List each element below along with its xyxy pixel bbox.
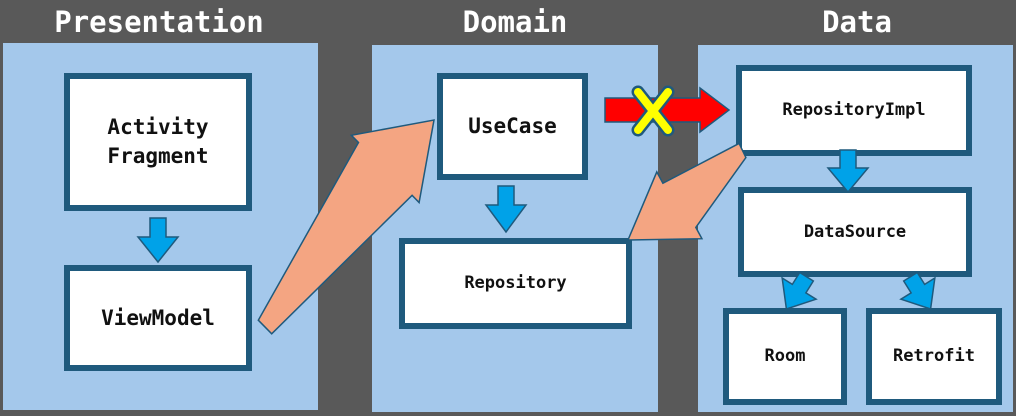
arrow-datasource-to-room <box>781 271 818 310</box>
repository-label: Repository <box>464 273 567 293</box>
room-box: Room <box>723 308 847 405</box>
viewmodel-label: ViewModel <box>101 305 215 330</box>
arrow-repoimpl-to-repository <box>626 142 747 241</box>
arrow-activity-to-viewmodel <box>136 217 180 264</box>
domain-title: Domain <box>462 5 568 39</box>
arrow-viewmodel-to-usecase <box>257 119 435 335</box>
datasource-label: DataSource <box>803 221 907 242</box>
datasource-box: DataSource <box>738 187 972 277</box>
room-label: Room <box>764 346 806 366</box>
arrow-usecase-to-repository <box>484 185 528 234</box>
viewmodel-box: ViewModel <box>64 265 252 371</box>
arrow-datasource-to-retrofit <box>899 271 936 310</box>
repository-box: Repository <box>399 238 632 329</box>
repository-impl-box: RepositoryImpl <box>736 65 972 156</box>
usecase-label: UseCase <box>468 114 557 138</box>
activity-fragment-label: Activity Fragment <box>107 115 209 168</box>
activity-fragment-box: Activity Fragment <box>64 73 252 211</box>
retrofit-label: Retrofit <box>893 346 975 366</box>
usecase-box: UseCase <box>437 73 588 180</box>
data-title: Data <box>822 5 892 39</box>
presentation-title: Presentation <box>54 5 264 39</box>
arrow-repoimpl-to-datasource <box>826 149 870 194</box>
forbidden-x-mark <box>631 85 675 137</box>
retrofit-box: Retrofit <box>866 308 1002 405</box>
repository-impl-label: RepositoryImpl <box>782 100 926 120</box>
